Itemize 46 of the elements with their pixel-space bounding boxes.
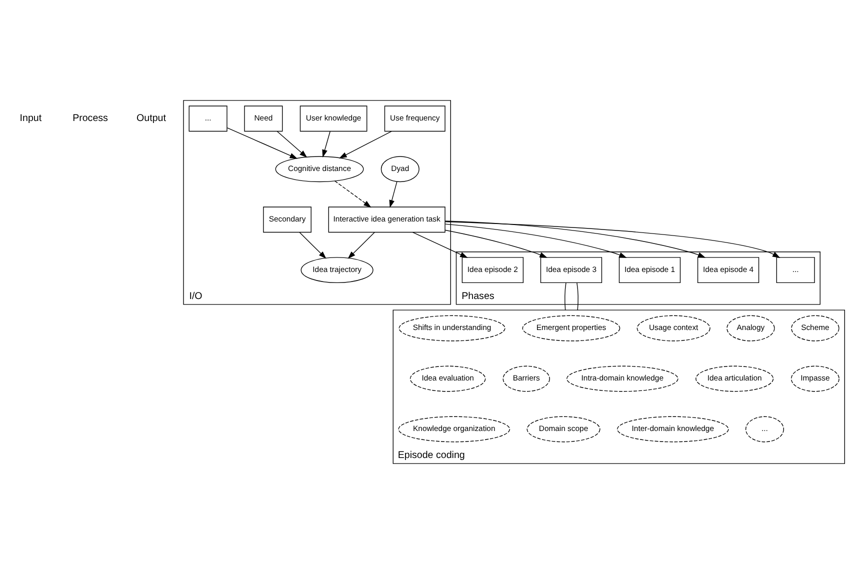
arrow xyxy=(444,221,780,258)
node-ellipse: Intra-domain knowledge xyxy=(566,366,678,392)
label: Input xyxy=(20,113,42,124)
node-box: Idea episode 2 xyxy=(462,257,524,284)
arrow xyxy=(444,230,548,258)
arrow xyxy=(334,180,372,208)
arrow xyxy=(299,232,326,259)
connector xyxy=(576,282,578,310)
label: Output xyxy=(136,113,166,124)
arrow xyxy=(444,220,706,258)
arrow xyxy=(276,131,308,158)
node-box: User knowledge xyxy=(300,106,368,132)
node-box: Use frequency xyxy=(384,106,446,132)
node-ellipse: Idea evaluation xyxy=(410,366,486,392)
node-ellipse: Knowledge organization xyxy=(398,416,510,442)
arrow xyxy=(412,232,468,258)
node-ellipse: Barriers xyxy=(502,366,550,392)
node-box: Idea episode 1 xyxy=(618,257,681,284)
node-box: Need xyxy=(244,106,283,132)
node-box: Idea episode 3 xyxy=(540,257,602,284)
node-ellipse: Shifts in understanding xyxy=(398,315,506,342)
node-ellipse: Analogy xyxy=(726,315,775,342)
arrow xyxy=(339,131,392,158)
node-ellipse: Scheme xyxy=(791,315,840,342)
arrow xyxy=(322,131,330,158)
node-ellipse: Idea articulation xyxy=(696,366,774,392)
node-ellipse: Domain scope xyxy=(526,416,600,442)
arrow xyxy=(389,181,398,208)
node-box: ... xyxy=(776,257,815,284)
node-ellipse: Inter-domain knowledge xyxy=(616,416,729,442)
connector xyxy=(564,282,566,310)
node-box: Interactive idea generation task xyxy=(328,206,446,233)
node-ellipse: Usage context xyxy=(636,315,710,342)
arrow xyxy=(444,224,627,258)
node-box: ... xyxy=(188,106,228,132)
node-ellipse: ... xyxy=(745,416,784,442)
arrow xyxy=(348,232,375,259)
node-ellipse: Cognitive distance xyxy=(275,156,364,182)
node-box: Idea episode 4 xyxy=(697,257,760,284)
node-ellipse: Emergent properties xyxy=(522,315,620,342)
node-ellipse: Idea trajectory xyxy=(300,257,374,284)
arrow xyxy=(226,127,298,159)
label: Process xyxy=(72,113,108,124)
node-ellipse: Impasse xyxy=(790,366,840,392)
node-box: Secondary xyxy=(263,206,312,233)
node-ellipse: Dyad xyxy=(380,156,420,182)
